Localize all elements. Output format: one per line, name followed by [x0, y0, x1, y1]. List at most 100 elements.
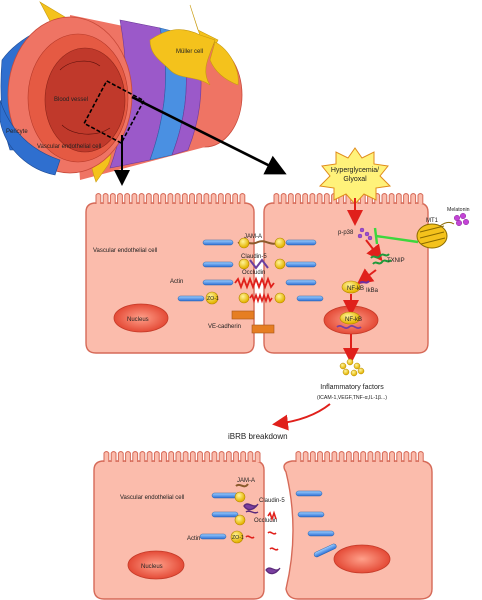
top-occludin-label: Occludin: [242, 270, 265, 276]
melatonin-label: Melatonin: [447, 207, 470, 213]
microvillus: [417, 451, 424, 462]
microvillus: [153, 193, 159, 204]
microvillus: [323, 193, 330, 204]
microvillus: [239, 193, 246, 204]
microvillus: [374, 451, 381, 462]
bottom-left-nucleus: [127, 550, 185, 580]
bar: [199, 533, 227, 540]
microvillus: [124, 193, 131, 204]
ve-cadherin-bar: [251, 324, 275, 334]
bar: [202, 261, 234, 268]
microvillus: [388, 193, 395, 204]
top-vec-label: Vascular endothelial cell: [93, 248, 157, 254]
microvillus: [182, 451, 189, 462]
microvillus: [138, 193, 145, 204]
top-zo1-label: ZO-1: [207, 296, 219, 302]
microvillus: [273, 193, 280, 204]
top-nucleus-label: Nucleus: [127, 317, 149, 323]
microvillus: [302, 193, 309, 204]
zoom-arrow-right: [131, 95, 287, 175]
bar: [285, 239, 317, 246]
top-left-nucleus: [113, 303, 169, 333]
bar: [297, 511, 325, 518]
microvillus: [287, 193, 294, 204]
microvillus: [410, 193, 417, 204]
bottom-nucleus-label: Nucleus: [141, 564, 163, 570]
bar: [285, 261, 317, 268]
inflammatory-particles: [339, 358, 365, 377]
microvillus: [211, 451, 218, 462]
microvillus: [117, 193, 123, 204]
microvillus: [302, 451, 309, 462]
blood-vessel-label: Blood vessel: [54, 97, 88, 103]
zoom-box: [83, 79, 145, 145]
microvillus: [189, 193, 195, 204]
breakdown-arrow: [272, 403, 331, 431]
top-cell-pair: Nucleus Vascular endothelial cell JAM-A …: [85, 193, 429, 354]
muller-cell-label: Müller cell: [176, 49, 203, 55]
microvillus: [395, 193, 402, 204]
microvillus: [168, 451, 175, 462]
microvillus: [254, 451, 261, 462]
bottom-jama-label: JAM-A: [237, 478, 255, 484]
microvillus: [338, 451, 345, 462]
microvillus: [95, 193, 102, 204]
p-p38-label: p-p38: [338, 230, 354, 236]
mt1-label: MT1: [426, 218, 439, 224]
microvillus: [189, 451, 196, 462]
microvillus: [110, 451, 117, 462]
microvillus: [196, 193, 203, 204]
microvillus: [181, 193, 188, 204]
microvillus: [367, 451, 374, 462]
signalling-pathway: Hyperglycemia/ Glyoxal p-p38 TXNIP NF-kB…: [317, 147, 470, 401]
microvillus: [103, 451, 110, 462]
microvillus: [345, 451, 352, 462]
microvillus: [410, 451, 417, 462]
bottom-right-nucleus: [333, 544, 391, 574]
bar: [211, 511, 239, 518]
bottom-claudin-label: Claudin-5: [259, 498, 285, 504]
microvillus: [175, 451, 182, 462]
microvillus: [218, 451, 225, 462]
microvillus: [295, 193, 301, 204]
bar: [295, 490, 323, 497]
microvillus: [145, 193, 152, 204]
microvillus: [317, 451, 323, 462]
microvillus: [280, 193, 287, 204]
bottom-actin-label: Actin: [187, 536, 200, 542]
microvillus: [403, 451, 410, 462]
microvillus: [117, 451, 124, 462]
microvillus: [381, 193, 388, 204]
microvillus: [225, 193, 231, 204]
bottom-cell-pair: Nucleus Vascular endothelial cell JAM-A …: [93, 451, 433, 600]
top-actin-label: Actin: [170, 279, 183, 285]
microvillus: [360, 451, 367, 462]
bar: [202, 279, 234, 286]
microvillus: [153, 451, 160, 462]
microvillus: [247, 451, 254, 462]
microvillus: [197, 451, 203, 462]
vessel-illustration: Blood vessel Müller cell Pericyte Vascul…: [0, 1, 243, 183]
txnip-icon: [370, 253, 392, 265]
bottom-right-cell: [283, 460, 433, 600]
microvillus: [353, 451, 359, 462]
melatonin-molecules: [454, 212, 470, 226]
microvillus: [102, 193, 109, 204]
mt1-receptor: [416, 221, 455, 249]
ikba-label: IkBa: [366, 288, 379, 294]
bottom-vec-label: Vascular endothelial cell: [120, 495, 184, 501]
claudin-aggregate: [243, 503, 259, 514]
txnip-label: TXNIP: [387, 258, 405, 264]
microvillus: [139, 451, 146, 462]
microvillus: [233, 451, 239, 462]
microvillus: [295, 451, 302, 462]
inhibition-line: [375, 234, 419, 244]
ibrb-breakdown-title: iBRB breakdown: [228, 432, 288, 441]
microvillus: [132, 451, 139, 462]
microvillus: [167, 193, 174, 204]
inflammatory-list: (ICAM-1,VEGF,TNF-α,IL-1β...): [317, 395, 387, 401]
microvillus: [217, 193, 224, 204]
bar: [202, 239, 234, 246]
microvillus: [316, 193, 323, 204]
